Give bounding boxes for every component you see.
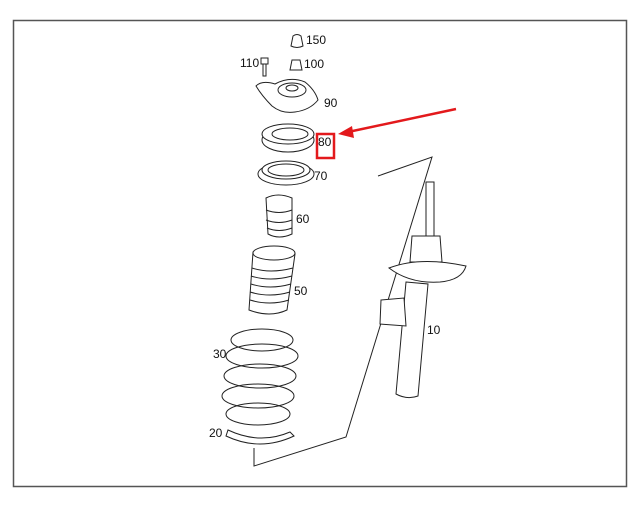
label-20: 20 — [209, 426, 223, 440]
label-70: 70 — [314, 169, 328, 183]
label-30: 30 — [213, 347, 227, 361]
part-80-bearing[interactable] — [261, 123, 315, 153]
part-110-bolt[interactable] — [260, 57, 269, 77]
part-30-coil-spring[interactable] — [221, 328, 299, 426]
part-60-bump-stop[interactable] — [265, 194, 293, 238]
assembly-bracket-line — [253, 156, 433, 467]
label-10: 10 — [427, 323, 441, 337]
label-60: 60 — [296, 212, 310, 226]
label-50: 50 — [294, 284, 308, 298]
part-100-nut[interactable] — [289, 59, 303, 71]
label-80: 80 — [318, 135, 332, 149]
highlight-box — [315, 132, 336, 160]
red-arrow-icon — [338, 107, 457, 138]
part-90-top-mount[interactable] — [255, 78, 319, 113]
part-20-lower-seat[interactable] — [225, 429, 295, 445]
label-100: 100 — [304, 57, 324, 71]
label-110: 110 — [240, 56, 259, 70]
part-50-dust-boot[interactable] — [248, 245, 296, 315]
label-90: 90 — [324, 96, 338, 110]
label-150: 150 — [306, 33, 326, 47]
part-70-spring-seat[interactable] — [257, 160, 315, 186]
diagram-frame — [12, 19, 628, 488]
part-10-strut[interactable] — [379, 181, 467, 399]
part-150-cap[interactable] — [290, 34, 304, 48]
